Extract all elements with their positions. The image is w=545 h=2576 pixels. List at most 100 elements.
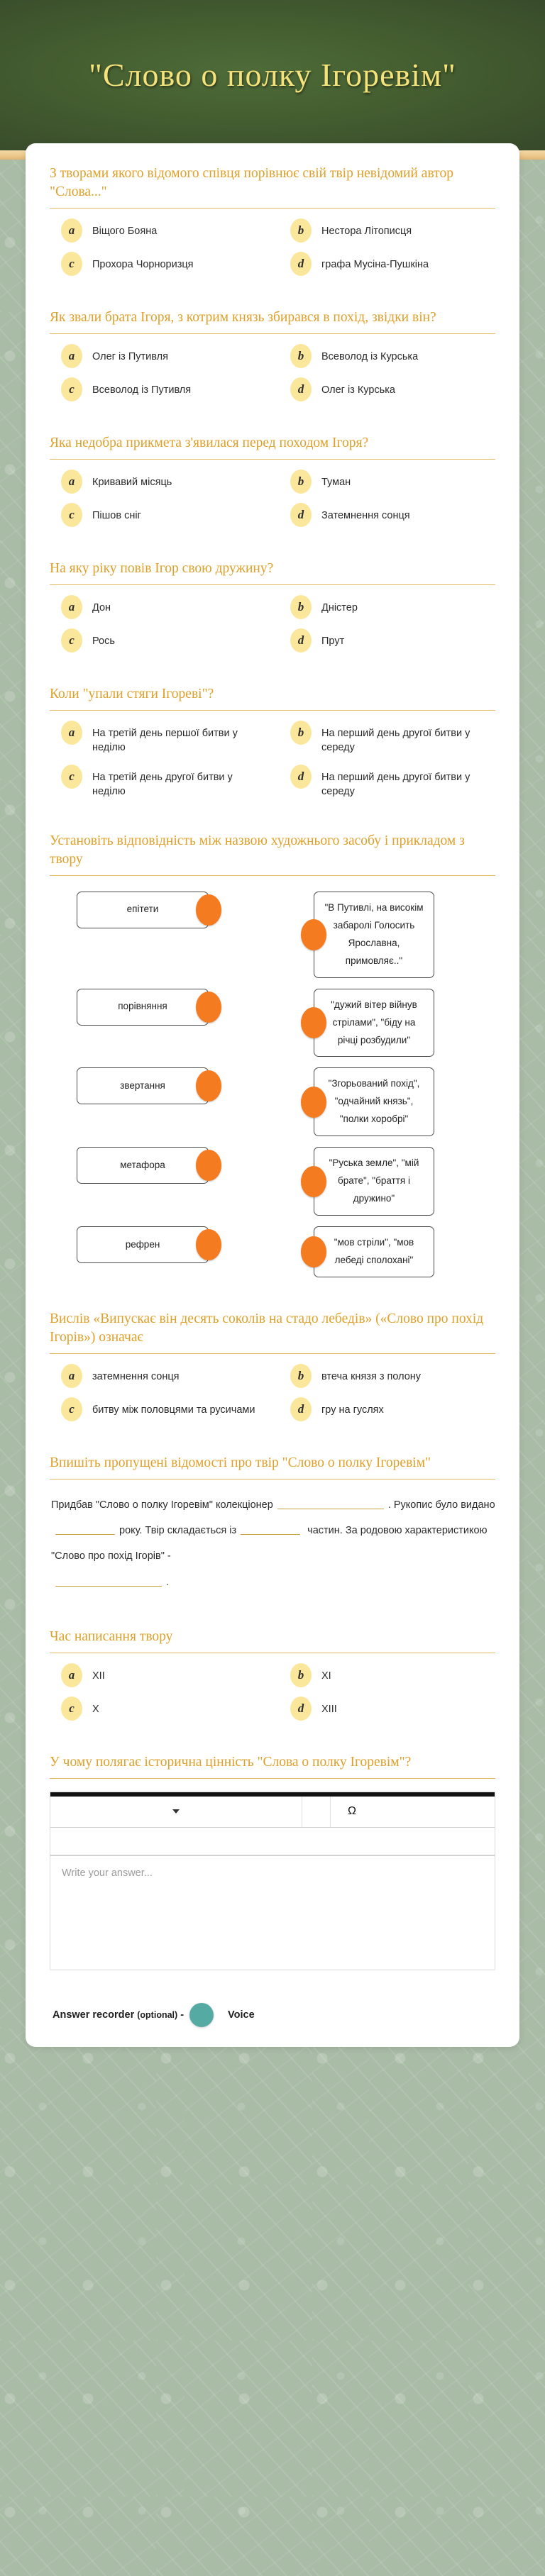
option-badge-d: d bbox=[290, 502, 312, 527]
option-badge-c: c bbox=[61, 251, 82, 276]
match-term-box[interactable]: звертання bbox=[77, 1067, 209, 1105]
match-connector-dot-left[interactable] bbox=[196, 1150, 221, 1182]
question-block-q3: Яка недобра прикмета з'явилася перед пох… bbox=[50, 434, 495, 527]
match-right-cell: "В Путивлі, на високім забаролі Голосить… bbox=[288, 891, 495, 978]
match-connector-dot-right[interactable] bbox=[301, 918, 326, 950]
match-left-cell: метафора bbox=[50, 1147, 257, 1184]
question-divider bbox=[50, 207, 495, 209]
match-example-box[interactable]: "Згорьований похід", "одчайний князь", "… bbox=[314, 1067, 434, 1137]
option-label: битву між половцями та русичами bbox=[92, 1404, 255, 1416]
match-example-box[interactable]: "дужий вітер війнув стрілами", "біду на … bbox=[314, 988, 434, 1057]
match-term-box[interactable]: метафора bbox=[77, 1147, 209, 1184]
option-label: Нестора Літописця bbox=[321, 225, 412, 237]
question-text: Коли "упали стяги Ігореві"? bbox=[50, 686, 214, 701]
editor-secondary-toolbar bbox=[50, 1827, 495, 1856]
option-badge-a: a bbox=[61, 1364, 82, 1389]
option-badge-b: b bbox=[290, 343, 312, 368]
blank-genre[interactable] bbox=[55, 1575, 162, 1587]
recorder-optional-note: (optional) bbox=[137, 2009, 178, 2020]
option-badge-c: c bbox=[61, 1696, 82, 1721]
question-text: Як звали брата Ігоря, з котрим князь зби… bbox=[50, 309, 436, 325]
option-badge-b: b bbox=[290, 1364, 312, 1389]
question-text: Впишіть пропущені відомості про твір "Сл… bbox=[50, 1455, 431, 1471]
voice-label: Voice bbox=[228, 2009, 255, 2021]
blank-parts-count[interactable] bbox=[241, 1523, 301, 1536]
option-label: XIII bbox=[321, 1703, 337, 1715]
option-badge-d: d bbox=[290, 377, 312, 401]
option-label: гру на гуслях bbox=[321, 1404, 384, 1416]
match-term-box[interactable]: порівняння bbox=[77, 988, 209, 1026]
option-badge-a: a bbox=[61, 720, 82, 745]
option-label: Туман bbox=[321, 476, 351, 488]
option-label: На перший день другої битви у середу bbox=[321, 771, 470, 798]
answer-textarea[interactable]: Write your answer... bbox=[50, 1855, 495, 1970]
option-badge-d: d bbox=[290, 628, 312, 653]
match-example-box[interactable]: "мов стріли", "мов лебеді сполохані" bbox=[314, 1226, 434, 1278]
match-example-box[interactable]: "Руська земле", "мій брате", "браття і д… bbox=[314, 1147, 434, 1216]
fill-text-segment: частин. За родовою характеристикою "Слов… bbox=[51, 1525, 488, 1562]
option-b[interactable]: b Всеволод із Курська bbox=[279, 343, 495, 368]
match-connector-dot-left[interactable] bbox=[196, 1229, 221, 1261]
question-text: Час написання твору bbox=[50, 1628, 173, 1644]
match-connector-dot-left[interactable] bbox=[196, 1070, 221, 1102]
question-text: Установіть відповідність між назвою худо… bbox=[50, 833, 465, 867]
match-term-box[interactable]: епітети bbox=[77, 891, 209, 928]
option-label: Всеволод із Курська bbox=[321, 350, 419, 362]
match-connector-dot-right[interactable] bbox=[301, 1007, 326, 1039]
match-term-box[interactable]: рефрен bbox=[77, 1226, 209, 1264]
match-connector-dot-left[interactable] bbox=[196, 991, 221, 1023]
blank-year[interactable] bbox=[55, 1523, 115, 1536]
option-label: Всеволод із Путивля bbox=[92, 384, 192, 396]
question-block-q1: З творами якого відомого співця порівнює… bbox=[50, 165, 495, 276]
special-character-icon[interactable]: Ω bbox=[348, 1805, 356, 1818]
editor-top-bar bbox=[50, 1792, 495, 1797]
match-example-box[interactable]: "В Путивлі, на високім забаролі Голосить… bbox=[314, 891, 434, 978]
editor-toolbar: Ω bbox=[50, 1796, 495, 1828]
match-right-cell: "дужий вітер війнув стрілами", "біду на … bbox=[288, 988, 495, 1057]
font-style-dropdown[interactable] bbox=[50, 1796, 302, 1827]
match-connector-dot-right[interactable] bbox=[301, 1236, 326, 1268]
match-connector-dot-right[interactable] bbox=[301, 1086, 326, 1118]
option-label: XI bbox=[321, 1670, 331, 1682]
question-block-q2: Як звали брата Ігоря, з котрим князь зби… bbox=[50, 309, 495, 401]
voice-record-button[interactable] bbox=[189, 2002, 214, 2027]
match-left-cell: порівняння bbox=[50, 988, 257, 1026]
blank-collector[interactable] bbox=[277, 1497, 384, 1509]
option-label: графа Мусіна-Пушкіна bbox=[321, 258, 429, 270]
quiz-card: З творами якого відомого співця порівнює… bbox=[26, 143, 519, 2047]
option-badge-b: b bbox=[290, 720, 312, 745]
fill-text-segment: Придбав "Слово о полку Ігоревім" колекці… bbox=[51, 1499, 273, 1511]
match-connector-dot-right[interactable] bbox=[301, 1165, 326, 1197]
option-label: Пішов сніг bbox=[92, 509, 141, 521]
match-connector-dot-left[interactable] bbox=[196, 894, 221, 926]
